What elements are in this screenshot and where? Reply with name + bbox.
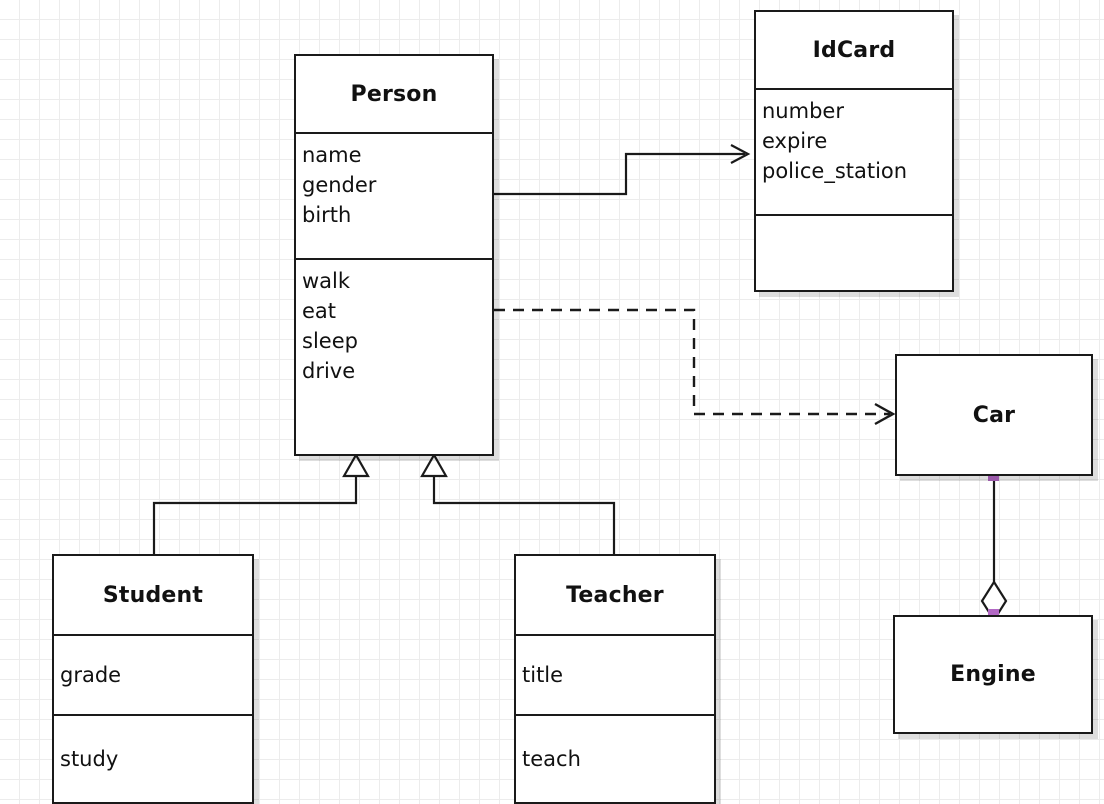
- class-person-methods: walk eat sleep drive: [296, 258, 492, 454]
- class-teacher-title: Teacher: [566, 582, 664, 608]
- class-person-title: Person: [350, 81, 438, 107]
- class-student[interactable]: Student grade study: [52, 554, 254, 804]
- edge-student-person[interactable]: [152, 452, 370, 554]
- class-idcard-methods: [756, 214, 952, 290]
- class-teacher-methods: teach: [516, 714, 714, 802]
- class-engine-title: Engine: [950, 662, 1036, 687]
- class-car[interactable]: Car: [895, 354, 1093, 476]
- class-idcard-attributes: number expire police_station: [756, 88, 952, 214]
- edge-teacher-person[interactable]: [420, 452, 616, 554]
- class-idcard-title: IdCard: [812, 37, 896, 63]
- edge-car-engine[interactable]: [980, 476, 1008, 623]
- class-person-attributes: name gender birth: [296, 132, 492, 258]
- edge-person-car[interactable]: [494, 308, 896, 426]
- class-idcard[interactable]: IdCard number expire police_station: [754, 10, 954, 292]
- class-student-title: Student: [102, 582, 204, 608]
- class-teacher-attributes: title: [516, 634, 714, 714]
- class-student-methods: study: [54, 714, 252, 802]
- class-car-title: Car: [972, 402, 1016, 428]
- class-teacher[interactable]: Teacher title teach: [514, 554, 716, 804]
- class-engine[interactable]: Engine: [893, 615, 1093, 734]
- class-student-attributes: grade: [54, 634, 252, 714]
- class-person[interactable]: Person name gender birth walk eat sleep …: [294, 54, 494, 456]
- edge-person-idcard[interactable]: [494, 144, 751, 196]
